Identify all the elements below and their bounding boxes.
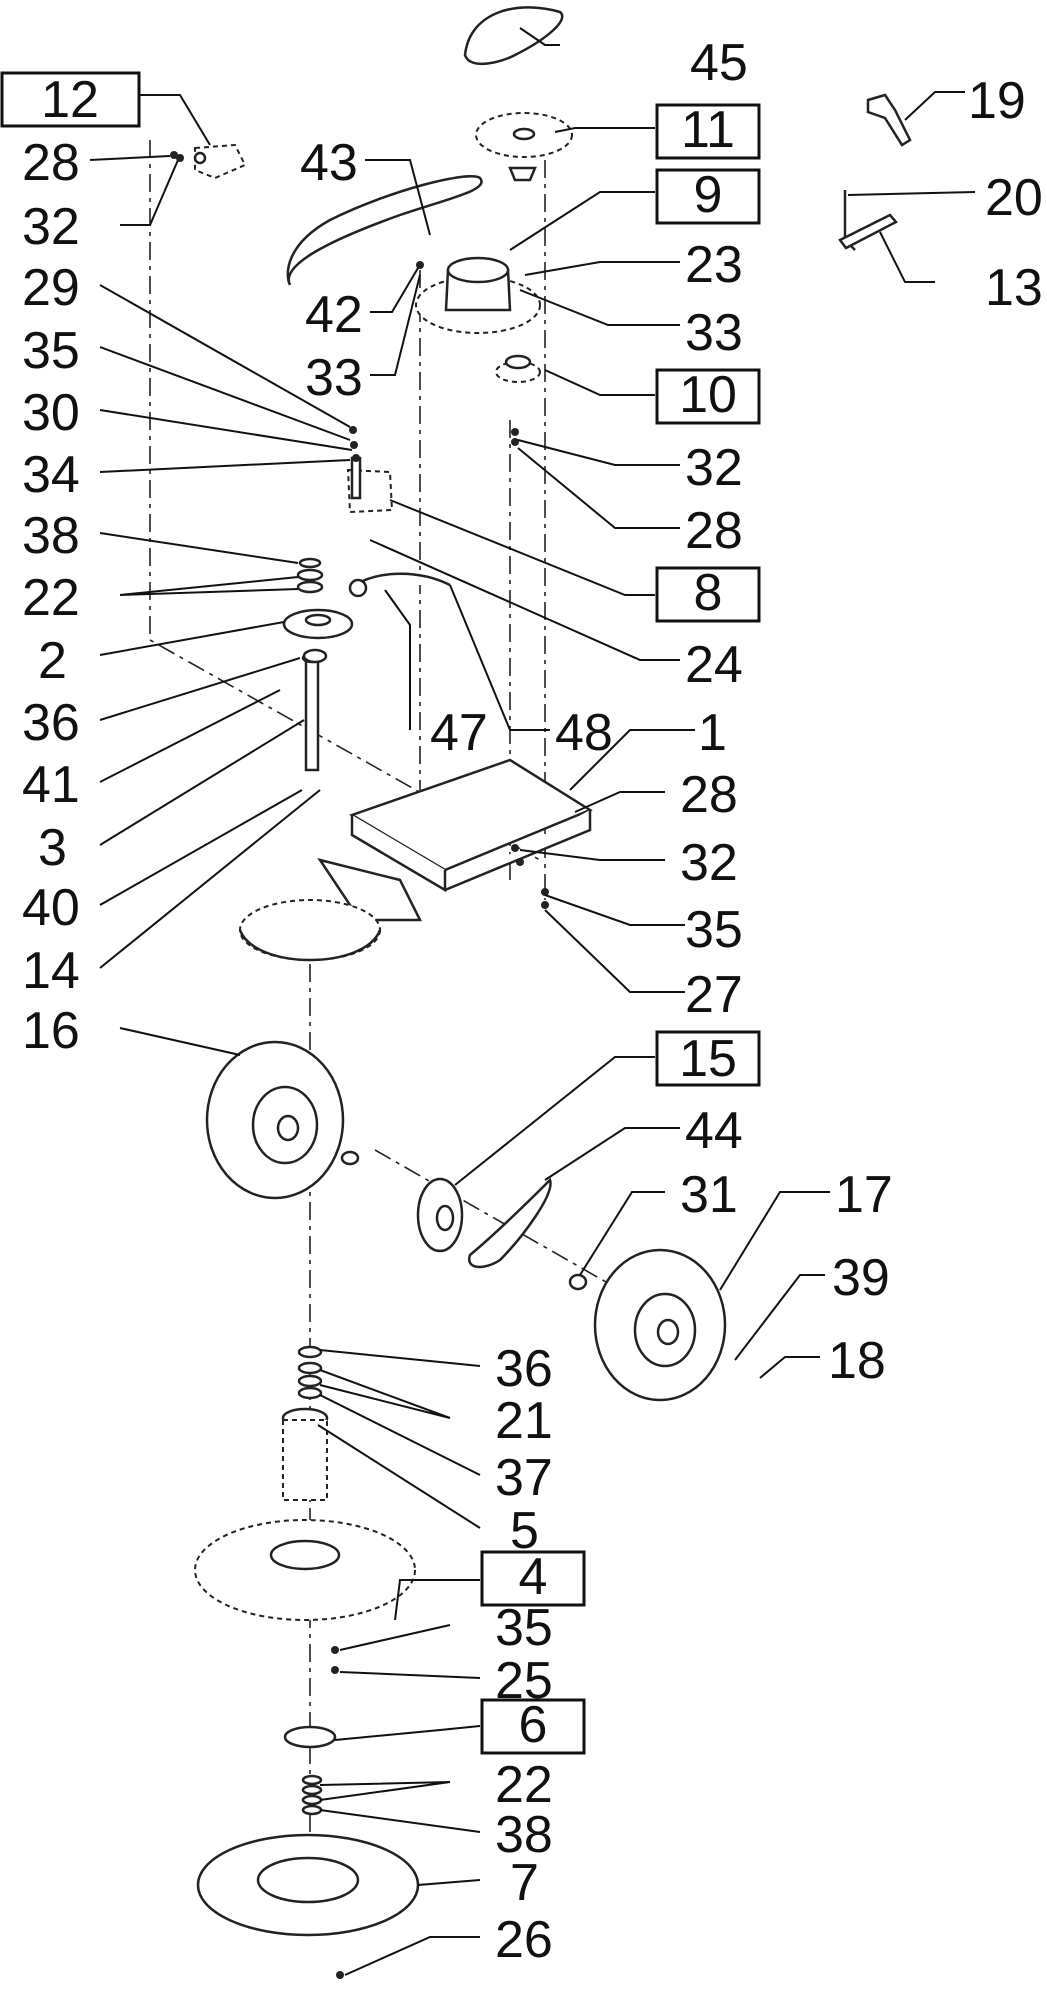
label-28-top: 28 xyxy=(22,134,80,192)
part-16-wheel xyxy=(205,1040,345,1200)
part-24-cable xyxy=(348,572,451,598)
label-7: 7 xyxy=(510,1854,539,1912)
label-2: 2 xyxy=(38,632,67,690)
label-47: 47 xyxy=(430,704,488,762)
label-35-top: 35 xyxy=(22,322,80,380)
label-35-mid: 35 xyxy=(685,901,743,959)
part-14-cover xyxy=(238,899,382,962)
label-15: 15 xyxy=(679,1030,737,1088)
label-19: 19 xyxy=(968,72,1026,130)
label-16: 16 xyxy=(22,1002,80,1060)
label-28-right: 28 xyxy=(685,502,743,560)
leader-lines xyxy=(89,27,976,1976)
part-45-belt xyxy=(463,6,564,65)
label-box-8 xyxy=(655,566,761,623)
label-21: 21 xyxy=(495,1392,553,1450)
label-4: 4 xyxy=(519,1548,548,1606)
label-25: 25 xyxy=(495,1652,553,1710)
label-29: 29 xyxy=(22,259,80,317)
label-5: 5 xyxy=(510,1502,539,1560)
label-3: 3 xyxy=(38,819,67,877)
label-18: 18 xyxy=(828,1332,886,1390)
part-43-belt xyxy=(286,174,483,286)
label-32-mid: 32 xyxy=(680,834,738,892)
label-44: 44 xyxy=(685,1102,743,1160)
label-box-11 xyxy=(655,103,761,160)
label-23: 23 xyxy=(685,236,743,294)
boxed-labels xyxy=(0,71,761,1755)
label-39: 39 xyxy=(832,1249,890,1307)
part-7-blade-disc xyxy=(196,1833,420,1937)
label-45: 45 xyxy=(690,34,748,92)
label-6: 6 xyxy=(519,1696,548,1754)
label-33-right: 33 xyxy=(685,304,743,362)
part-2-pulley xyxy=(282,608,354,640)
label-38-bottom: 38 xyxy=(495,1806,553,1864)
label-22-bottom: 22 xyxy=(495,1756,553,1814)
label-32-right: 32 xyxy=(685,439,743,497)
part-15-drive-pulley xyxy=(416,1177,464,1253)
label-9: 9 xyxy=(694,166,723,224)
part-5-hub xyxy=(281,1407,329,1501)
label-17: 17 xyxy=(835,1166,893,1224)
label-22-top: 22 xyxy=(22,569,80,627)
label-27: 27 xyxy=(685,966,743,1024)
part-12-bracket xyxy=(193,143,247,180)
label-box-9 xyxy=(655,168,761,225)
part-44-belt xyxy=(468,1177,552,1269)
label-37: 37 xyxy=(495,1449,553,1507)
label-43: 43 xyxy=(300,134,358,192)
part-number-labels: 45 12 11 19 28 43 9 20 32 23 13 29 42 33… xyxy=(22,34,1043,1969)
label-box-4 xyxy=(480,1550,586,1607)
label-box-15 xyxy=(655,1030,761,1087)
label-33-left: 33 xyxy=(305,349,363,407)
part-3-shaft xyxy=(301,652,323,772)
label-38-top: 38 xyxy=(22,507,80,565)
label-12: 12 xyxy=(41,71,99,129)
label-41: 41 xyxy=(22,756,80,814)
label-36-top: 36 xyxy=(22,694,80,752)
label-30: 30 xyxy=(22,384,80,442)
label-14: 14 xyxy=(22,942,80,1000)
part-11-pulley xyxy=(475,112,573,182)
part-10-gear xyxy=(495,354,541,383)
part-4-disc xyxy=(194,1519,416,1621)
label-26: 26 xyxy=(495,1911,553,1969)
part-6-hub xyxy=(283,1725,337,1749)
part-19-lever xyxy=(866,93,912,147)
part-13-handle xyxy=(838,213,898,250)
label-11: 11 xyxy=(681,101,735,159)
label-20: 20 xyxy=(985,169,1043,227)
label-34: 34 xyxy=(22,446,80,504)
label-8: 8 xyxy=(694,564,723,622)
label-13: 13 xyxy=(985,259,1043,317)
label-48: 48 xyxy=(555,704,613,762)
label-28-mid: 28 xyxy=(680,766,738,824)
label-1: 1 xyxy=(698,704,727,762)
label-box-12 xyxy=(0,71,141,128)
part-8-bracket xyxy=(346,456,394,514)
label-31: 31 xyxy=(680,1166,738,1224)
label-36-bottom: 36 xyxy=(495,1340,553,1398)
label-35-bottom: 35 xyxy=(495,1599,553,1657)
label-box-10 xyxy=(655,368,761,425)
label-box-6 xyxy=(480,1698,586,1755)
label-32-top: 32 xyxy=(22,198,80,256)
label-42: 42 xyxy=(305,286,363,344)
part-17-wheel xyxy=(593,1248,727,1402)
part-9-gearbox xyxy=(415,256,541,334)
label-40: 40 xyxy=(22,879,80,937)
label-24: 24 xyxy=(685,636,743,694)
label-10: 10 xyxy=(679,366,737,424)
